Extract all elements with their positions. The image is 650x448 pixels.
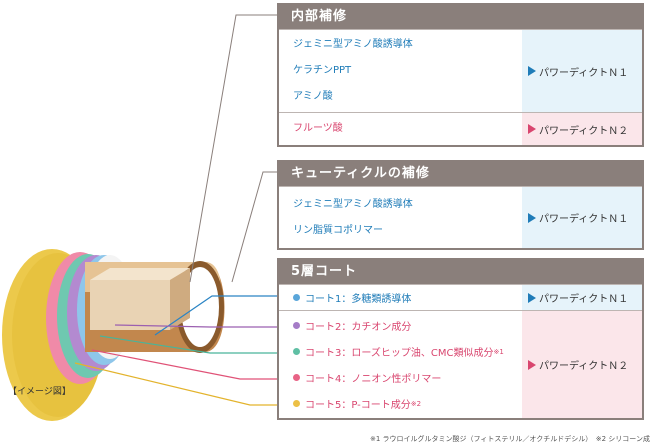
leader-inner (189, 14, 277, 283)
coat-group-1: コート1：多糖類誘導体 パワーディクトＮ１ (279, 284, 642, 310)
coat-1-label: コート1：多糖類誘導体 (305, 294, 412, 305)
triangle-right-icon (528, 66, 536, 76)
leader-coat3 (99, 335, 293, 354)
coat-3-dot-icon (293, 348, 300, 355)
coat-2-dot-icon (293, 322, 300, 329)
coat-5-label: コート5：P-コート成分 (305, 400, 411, 411)
coat-4-row: コート4：ノニオン性ポリマー (293, 365, 522, 391)
cuticle-items: ジェミニ型アミノ酸誘導体 リン脂質コポリマー (279, 187, 522, 248)
coat-group-2: コート2：カチオン成分 コート3：ローズヒップ油、CMC類似成分※1 コート4：… (279, 310, 642, 418)
inner-group-1: ジェミニ型アミノ酸誘導体 ケラチンPPT アミノ酸 パワーディクトＮ１ (279, 29, 642, 112)
coat-5-row: コート5：P-コート成分※2 (293, 391, 522, 417)
triangle-right-icon (528, 212, 536, 223)
ingredient-item: アミノ酸 (293, 91, 333, 102)
coat-4-dot-icon (293, 374, 300, 381)
product-name: パワーディクトＮ２ (539, 361, 629, 372)
panel-inner-repair: 内部補修 ジェミニ型アミノ酸誘導体 ケラチンPPT アミノ酸 パワーディクトＮ１… (277, 3, 644, 147)
panel-five-layer-coat: 5層コート コート1：多糖類誘導体 パワーディクトＮ１ コート2：カチオン成分 … (277, 258, 644, 420)
footnote: ※1 ラウロイルグルタミン酸ジ（フィトステリル／オクチルドデシル） ※2 シリコ… (370, 435, 650, 443)
leader-coat1 (154, 295, 293, 336)
cuticle-group: ジェミニ型アミノ酸誘導体 リン脂質コポリマー パワーディクトＮ１ (279, 186, 642, 248)
triangle-right-icon (528, 124, 536, 134)
product-name: パワーディクトＮ１ (539, 214, 629, 225)
product-label: パワーディクトＮ２ (522, 113, 642, 145)
ingredient-item: ジェミニ型アミノ酸誘導体 (293, 39, 413, 50)
coat-3-label: コート3：ローズヒップ油、CMC類似成分 (305, 348, 494, 359)
coat-3-footnote-mark: ※1 (493, 347, 504, 356)
coat-group-2-items: コート2：カチオン成分 コート3：ローズヒップ油、CMC類似成分※1 コート4：… (279, 311, 522, 418)
coat-3-row: コート3：ローズヒップ油、CMC類似成分※1 (293, 339, 522, 365)
coat-2-label: コート2：カチオン成分 (305, 322, 412, 333)
ingredient-item: ジェミニ型アミノ酸誘導体 (293, 198, 413, 210)
panel-cuticle-title: キューティクルの補修 (279, 162, 642, 186)
leader-cuticle (231, 171, 277, 283)
cortex-cube-front (90, 280, 170, 330)
coat-1-row: コート1：多糖類誘導体 (293, 285, 522, 310)
ingredient-item: フルーツ酸 (293, 123, 343, 134)
product-label: パワーディクトＮ１ (522, 30, 642, 112)
coat-2-row: コート2：カチオン成分 (293, 313, 522, 339)
triangle-right-icon (528, 359, 536, 370)
ingredient-item: リン脂質コポリマー (293, 224, 383, 236)
inner-group-2: フルーツ酸 パワーディクトＮ２ (279, 112, 642, 145)
panel-coat-title: 5層コート (279, 260, 642, 284)
coat-5-footnote-mark: ※2 (410, 399, 422, 408)
product-name: パワーディクトＮ２ (539, 125, 629, 137)
product-label: パワーディクトＮ１ (522, 187, 642, 248)
panel-inner-title: 内部補修 (279, 5, 642, 29)
triangle-right-icon (528, 292, 536, 303)
coat-4-label: コート4：ノニオン性ポリマー (305, 374, 442, 385)
product-label: パワーディクトＮ１ (522, 285, 642, 310)
leader-coat5 (74, 362, 293, 406)
ingredient-item: ケラチンPPT (293, 65, 352, 76)
product-label: パワーディクトＮ２ (522, 311, 642, 418)
cortex-cube-top (90, 268, 190, 280)
inner-group-2-items: フルーツ酸 (279, 113, 522, 145)
inner-group-1-items: ジェミニ型アミノ酸誘導体 ケラチンPPT アミノ酸 (279, 30, 522, 112)
coat-5-dot-icon (293, 400, 300, 407)
image-note: 【イメージ図】 (8, 387, 71, 397)
product-name: パワーディクトＮ１ (539, 67, 629, 79)
coat-1-dot-icon (293, 294, 300, 301)
panel-cuticle-repair: キューティクルの補修 ジェミニ型アミノ酸誘導体 リン脂質コポリマー パワーディク… (277, 160, 644, 250)
leader-coat4 (91, 349, 293, 380)
coat-group-1-items: コート1：多糖類誘導体 (279, 285, 522, 310)
product-name: パワーディクトＮ１ (539, 294, 629, 305)
leader-coat2 (114, 324, 293, 328)
